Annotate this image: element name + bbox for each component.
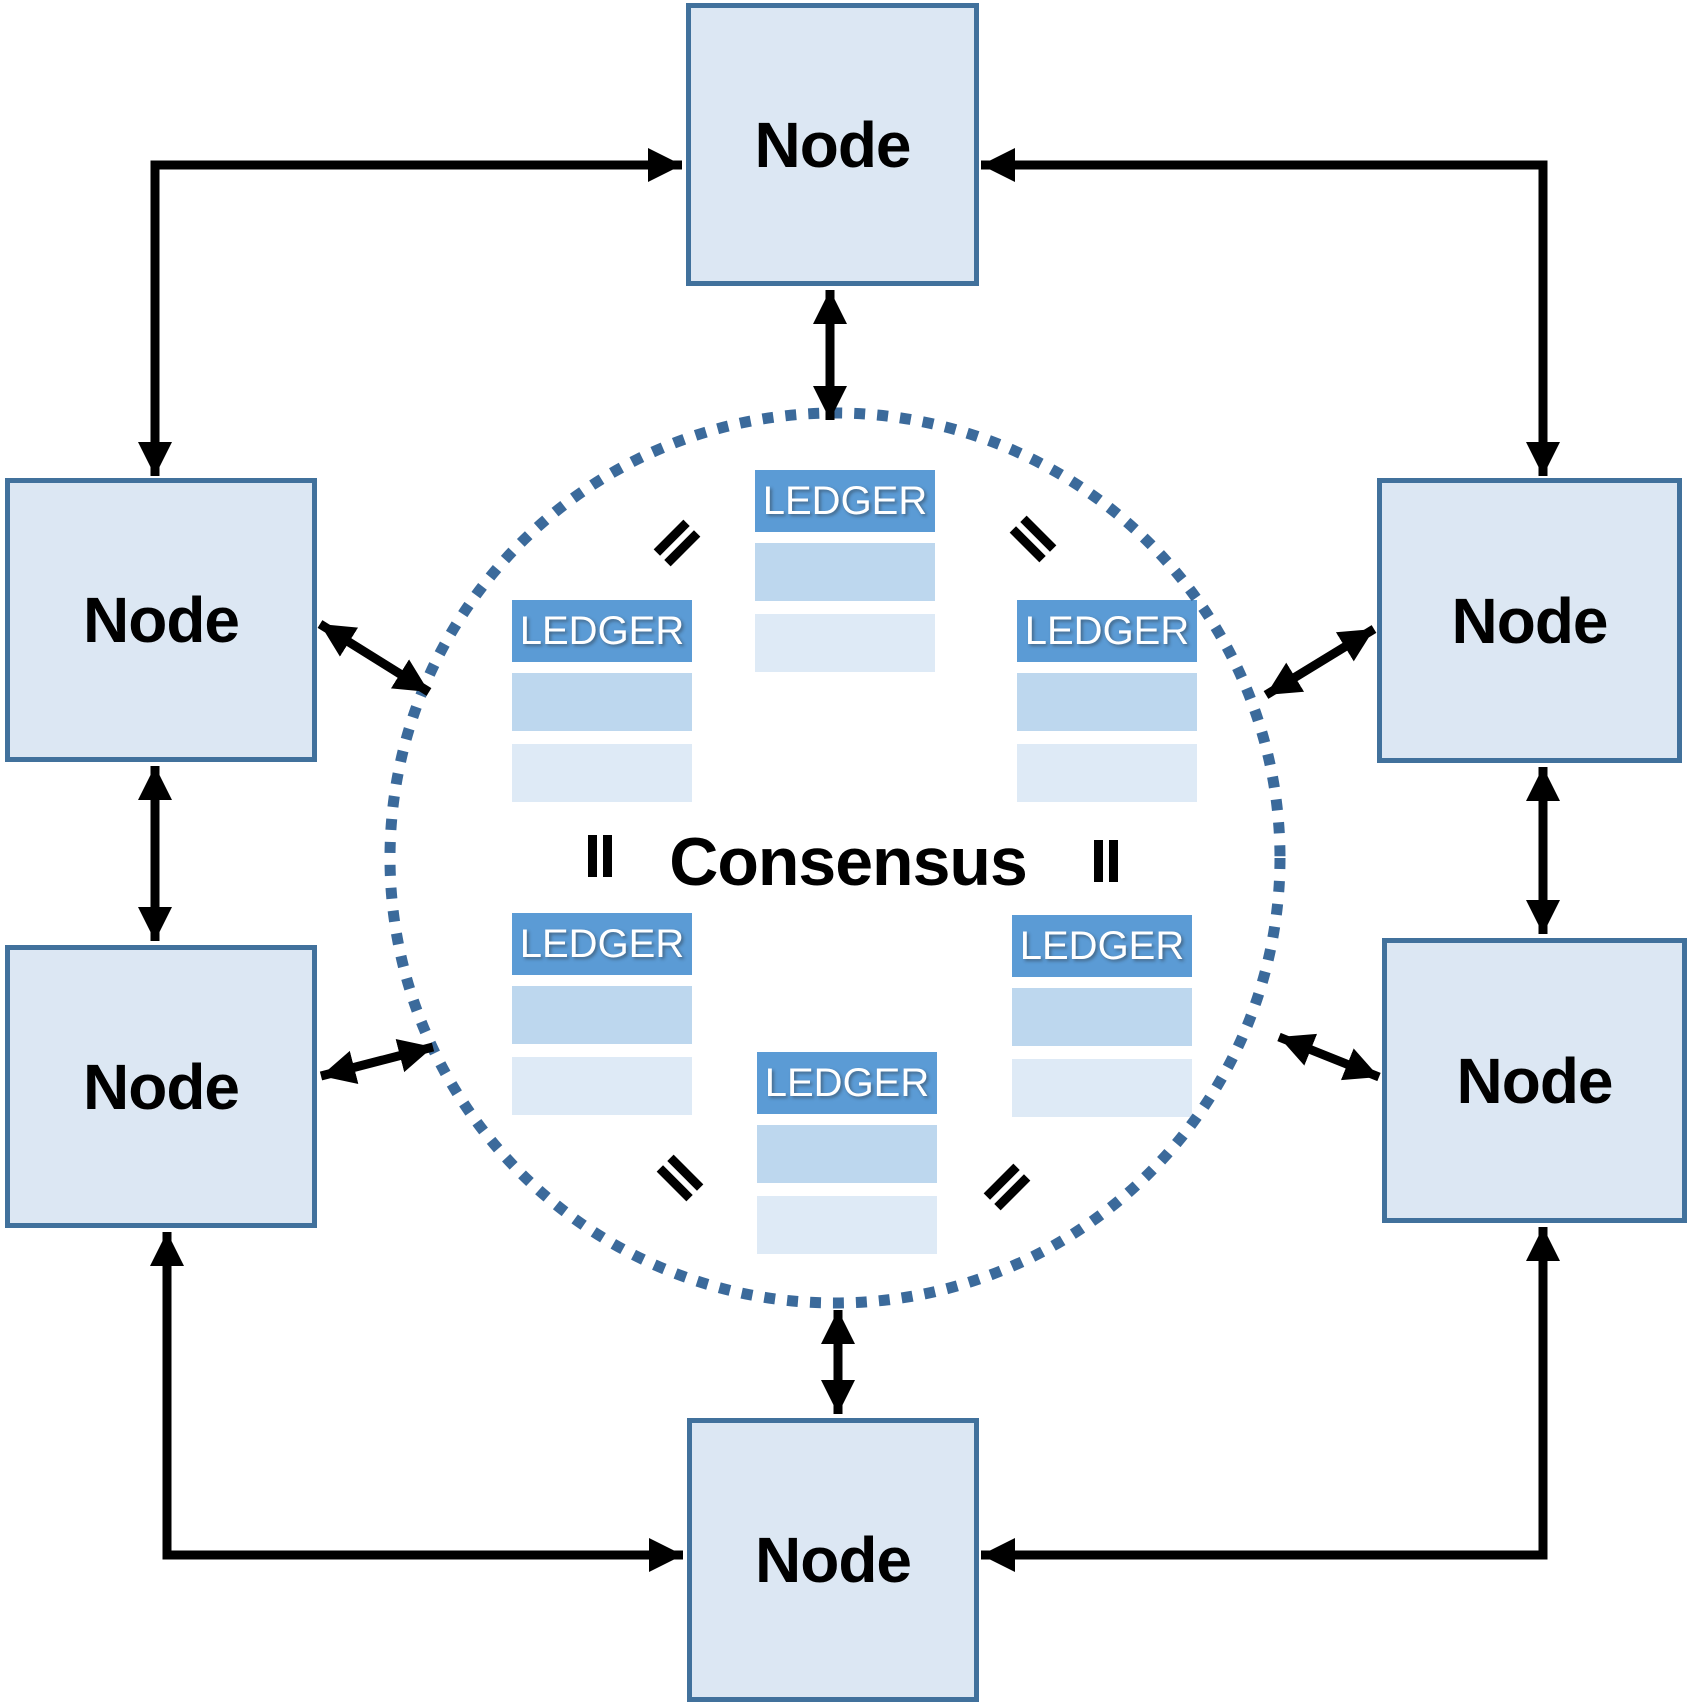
node-label: Node [83, 584, 240, 656]
ledger-header: LEDGER [1012, 915, 1192, 977]
ledger-row [1017, 744, 1197, 802]
node-box-top: Node [686, 3, 979, 286]
ledger-label: LEDGER [1019, 923, 1185, 968]
equals-icon [588, 835, 612, 877]
ledger-header: LEDGER [755, 470, 935, 532]
ledger-row [757, 1196, 937, 1254]
arrow-left-bottom-node-to-circle [319, 1039, 435, 1084]
node-box-bottom: Node [687, 1418, 979, 1702]
ledger-table-bottom-right: LEDGER [1012, 915, 1192, 1117]
equals-icon [983, 1163, 1031, 1211]
arrow-right-top-node-to-circle [1263, 625, 1377, 699]
node-label: Node [754, 108, 912, 181]
ledger-table-right: LEDGER [1017, 600, 1197, 802]
arrow-bottom-right-corner [981, 1227, 1561, 1573]
arrow-top-right-corner [981, 147, 1561, 476]
ledger-row [512, 673, 692, 731]
ledger-label: LEDGER [1024, 608, 1190, 653]
equals-icon [653, 519, 701, 567]
equals-icon [656, 1154, 704, 1202]
arrow-left-top-node-to-circle [317, 620, 432, 696]
node-label: Node [1451, 584, 1609, 657]
ledger-row [1017, 673, 1197, 731]
node-box-left-top: Node [5, 478, 317, 762]
equals-icon [1094, 840, 1118, 882]
ledger-label: LEDGER [519, 921, 685, 966]
ledger-row [512, 744, 692, 802]
ledger-header: LEDGER [512, 913, 692, 975]
ledger-table-bottom-mid: LEDGER [757, 1052, 937, 1254]
ledger-header: LEDGER [512, 600, 692, 662]
ledger-header: LEDGER [757, 1052, 937, 1114]
ledger-row [757, 1125, 937, 1183]
ledger-label: LEDGER [764, 1060, 930, 1105]
ledger-row [755, 543, 935, 601]
ledger-row [512, 986, 692, 1044]
ledger-table-bottom-left: LEDGER [512, 913, 692, 1115]
ledger-table-left: LEDGER [512, 600, 692, 802]
ledger-label: LEDGER [519, 608, 685, 653]
node-box-left-bottom: Node [5, 945, 317, 1228]
consensus-label: Consensus [669, 824, 1028, 900]
ledger-row [1012, 1059, 1192, 1117]
ledger-label: LEDGER [762, 478, 928, 523]
ledger-header: LEDGER [1017, 600, 1197, 662]
node-label: Node [1456, 1044, 1614, 1117]
ledger-row [512, 1057, 692, 1115]
ledger-table-top: LEDGER [755, 470, 935, 672]
node-box-right-bottom: Node [1382, 938, 1687, 1223]
node-label: Node [83, 1050, 240, 1123]
ledger-row [755, 614, 935, 672]
equals-icon [1009, 515, 1057, 563]
arrow-top-left-corner [137, 147, 682, 476]
arrow-bottom-left-corner [149, 1232, 683, 1573]
node-label: Node [755, 1524, 912, 1596]
node-box-right-top: Node [1377, 478, 1682, 763]
ledger-row [1012, 988, 1192, 1046]
arrow-right-bottom-node-to-circle [1277, 1032, 1381, 1082]
